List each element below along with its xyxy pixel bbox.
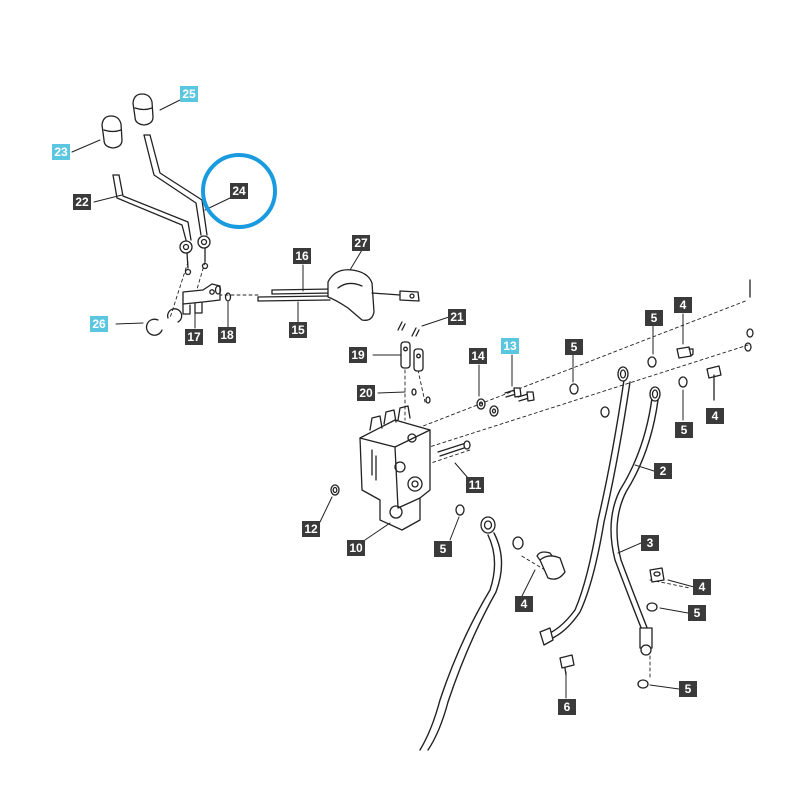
- callout-24[interactable]: 24: [230, 183, 248, 199]
- callout-5f[interactable]: 5: [679, 681, 697, 697]
- edge-part: [744, 279, 754, 352]
- hose-long[interactable]: [419, 516, 566, 751]
- callout-10[interactable]: 10: [347, 540, 365, 556]
- callout-5a[interactable]: 5: [565, 339, 583, 355]
- valve-block-10[interactable]: [359, 405, 431, 531]
- callout-5c[interactable]: 5: [675, 422, 693, 438]
- callout-18[interactable]: 18: [218, 327, 236, 343]
- callout-15[interactable]: 15: [289, 322, 307, 338]
- callout-5e[interactable]: 5: [688, 605, 706, 621]
- callout-13[interactable]: 13: [501, 338, 519, 354]
- plate-27[interactable]: [327, 269, 375, 321]
- callout-2[interactable]: 2: [654, 463, 672, 479]
- callout-4a[interactable]: 4: [674, 297, 692, 313]
- callout-5d[interactable]: 5: [434, 541, 452, 557]
- callout-11[interactable]: 11: [466, 477, 484, 493]
- bushing-18[interactable]: [214, 285, 232, 302]
- callout-19[interactable]: 19: [349, 347, 367, 363]
- link-end[interactable]: [371, 290, 420, 302]
- callout-27[interactable]: 27: [352, 235, 370, 251]
- callout-23[interactable]: 23: [52, 144, 70, 160]
- lever-24[interactable]: [143, 134, 211, 270]
- callout-20[interactable]: 20: [357, 385, 375, 401]
- callout-3[interactable]: 3: [641, 535, 659, 551]
- o-rings-5[interactable]: [455, 356, 688, 689]
- callout-16[interactable]: 16: [293, 248, 311, 264]
- callout-12[interactable]: 12: [302, 521, 320, 537]
- callout-4d[interactable]: 4: [515, 596, 533, 612]
- pins-20[interactable]: [411, 388, 431, 404]
- callout-14[interactable]: 14: [469, 348, 487, 364]
- callout-17[interactable]: 17: [185, 329, 203, 345]
- lever-22[interactable]: [112, 174, 193, 276]
- hose-3[interactable]: [610, 386, 661, 656]
- leader-lines: [71, 99, 695, 699]
- clip-26[interactable]: [145, 308, 183, 336]
- rod-16[interactable]: [271, 288, 333, 295]
- bracket-17[interactable]: [182, 283, 221, 315]
- callout-4c[interactable]: 4: [693, 579, 711, 595]
- fitting-6[interactable]: [559, 654, 575, 676]
- cotter-pins-21[interactable]: [397, 321, 420, 337]
- callout-26[interactable]: 26: [90, 316, 108, 332]
- callout-25[interactable]: 25: [180, 86, 198, 102]
- washer-14[interactable]: [476, 398, 499, 417]
- seal-12[interactable]: [330, 484, 340, 496]
- callout-5b[interactable]: 5: [645, 310, 663, 326]
- rod-15[interactable]: [257, 295, 331, 302]
- selection-ring: [201, 153, 277, 229]
- banjo-bolts-4[interactable]: [536, 346, 722, 583]
- callout-21[interactable]: 21: [448, 309, 466, 325]
- knob-25[interactable]: [132, 93, 154, 126]
- callout-4b[interactable]: 4: [706, 408, 724, 424]
- bolt-13[interactable]: [504, 387, 535, 402]
- hose-2[interactable]: [539, 366, 631, 646]
- clevis-19[interactable]: [400, 341, 424, 372]
- callout-22[interactable]: 22: [73, 194, 91, 210]
- knob-23[interactable]: [101, 115, 123, 149]
- bolt-11[interactable]: [437, 440, 471, 457]
- callout-6[interactable]: 6: [558, 699, 576, 715]
